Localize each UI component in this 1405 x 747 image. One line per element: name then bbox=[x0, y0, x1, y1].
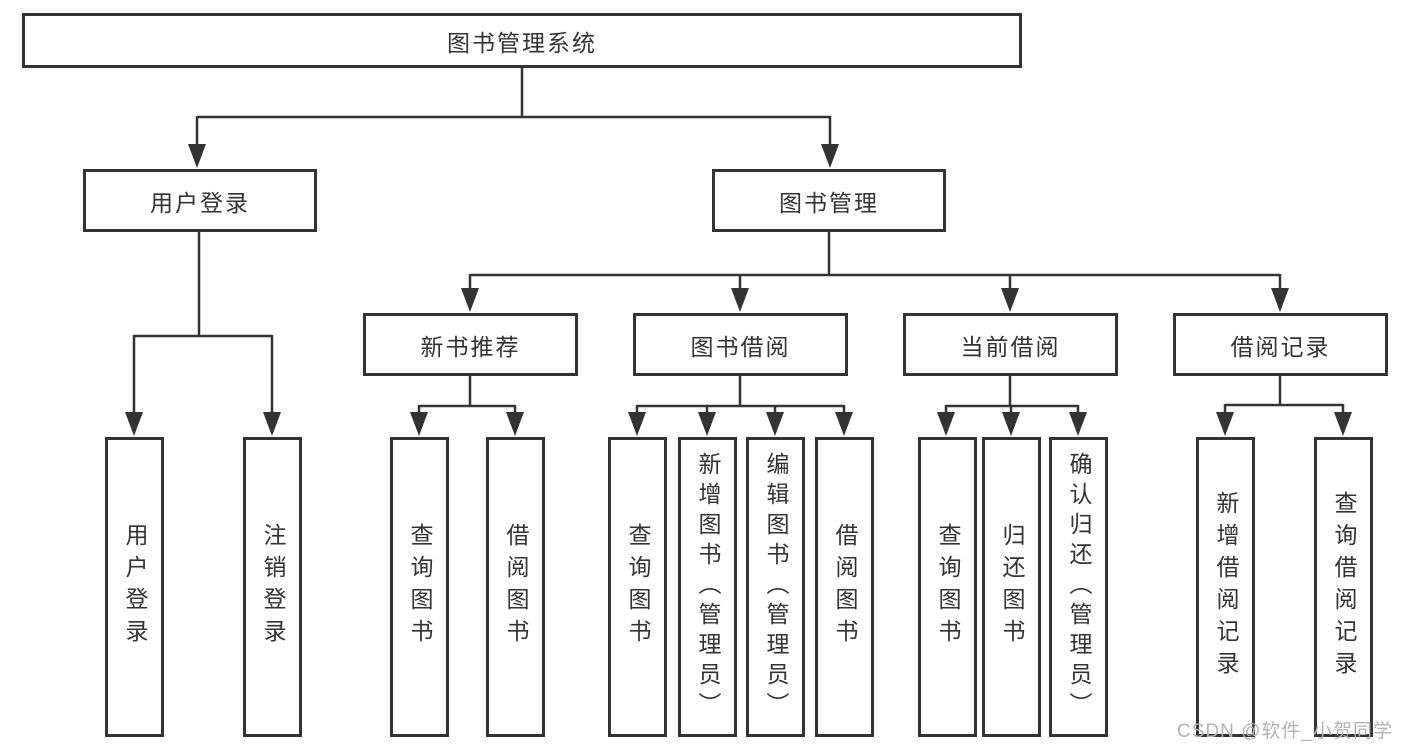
leaf-search-borrow-record: 查询借阅记录 bbox=[1314, 437, 1373, 737]
leaf-user-login-label: 用户登录 bbox=[122, 523, 148, 651]
leaf-return-book-label: 归还图书 bbox=[999, 523, 1025, 651]
node-current-borrow: 当前借阅 bbox=[903, 313, 1118, 376]
leaf-edit-book: 编辑图书（管理员） bbox=[746, 437, 805, 737]
node-root: 图书管理系统 bbox=[22, 13, 1022, 68]
node-user-login-label: 用户登录 bbox=[150, 189, 250, 216]
connector-root-to-level2 bbox=[188, 68, 839, 168]
node-borrow-records: 借阅记录 bbox=[1173, 313, 1388, 376]
leaf-return-book: 归还图书 bbox=[982, 437, 1041, 737]
leaf-borrow-book-2-label: 借阅图书 bbox=[832, 523, 858, 651]
leaf-borrow-book-1: 借阅图书 bbox=[486, 437, 545, 737]
leaf-search-book-1-label: 查询图书 bbox=[407, 523, 433, 651]
connector-user-login-children bbox=[125, 232, 281, 436]
leaf-search-borrow-record-label: 查询借阅记录 bbox=[1331, 491, 1357, 683]
connector-new-book-rec-children bbox=[410, 376, 524, 436]
watermark: CSDN @软件_小贺同学 bbox=[1177, 721, 1393, 742]
leaf-edit-book-label: 编辑图书（管理员） bbox=[763, 452, 789, 722]
node-book-mgmt-label: 图书管理 bbox=[779, 189, 879, 216]
node-borrow-records-label: 借阅记录 bbox=[1230, 333, 1331, 360]
leaf-borrow-book-2: 借阅图书 bbox=[815, 437, 874, 737]
connector-book-borrow-children bbox=[628, 376, 853, 436]
leaf-logout: 注销登录 bbox=[243, 437, 302, 737]
leaf-logout-label: 注销登录 bbox=[260, 523, 286, 651]
node-current-borrow-label: 当前借阅 bbox=[960, 333, 1061, 360]
leaf-search-book-2-label: 查询图书 bbox=[625, 523, 651, 651]
node-new-book-rec-label: 新书推荐 bbox=[420, 333, 521, 360]
leaf-search-book-3: 查询图书 bbox=[918, 437, 977, 737]
node-book-mgmt: 图书管理 bbox=[712, 169, 946, 232]
leaf-add-borrow-record-label: 新增借阅记录 bbox=[1213, 491, 1239, 683]
leaf-search-book-1: 查询图书 bbox=[390, 437, 449, 737]
leaf-search-book-3-label: 查询图书 bbox=[935, 523, 961, 651]
connector-borrow-records-children bbox=[1216, 376, 1352, 436]
leaf-search-book-2: 查询图书 bbox=[608, 437, 667, 737]
leaf-user-login: 用户登录 bbox=[105, 437, 164, 737]
leaf-confirm-return-label: 确认归还（管理员） bbox=[1066, 452, 1092, 722]
leaf-add-book-label: 新增图书（管理员） bbox=[695, 452, 721, 722]
leaf-add-book: 新增图书（管理员） bbox=[678, 437, 737, 737]
connector-book-mgmt-to-level3 bbox=[461, 232, 1289, 312]
node-user-login: 用户登录 bbox=[83, 169, 317, 232]
leaf-borrow-book-1-label: 借阅图书 bbox=[503, 523, 529, 651]
connector-current-borrow-children bbox=[937, 376, 1087, 436]
node-book-borrow: 图书借阅 bbox=[633, 313, 848, 376]
leaf-confirm-return: 确认归还（管理员） bbox=[1049, 437, 1108, 737]
node-book-borrow-label: 图书借阅 bbox=[690, 333, 791, 360]
node-new-book-rec: 新书推荐 bbox=[363, 313, 578, 376]
leaf-add-borrow-record: 新增借阅记录 bbox=[1196, 437, 1255, 737]
node-root-label: 图书管理系统 bbox=[447, 29, 597, 56]
